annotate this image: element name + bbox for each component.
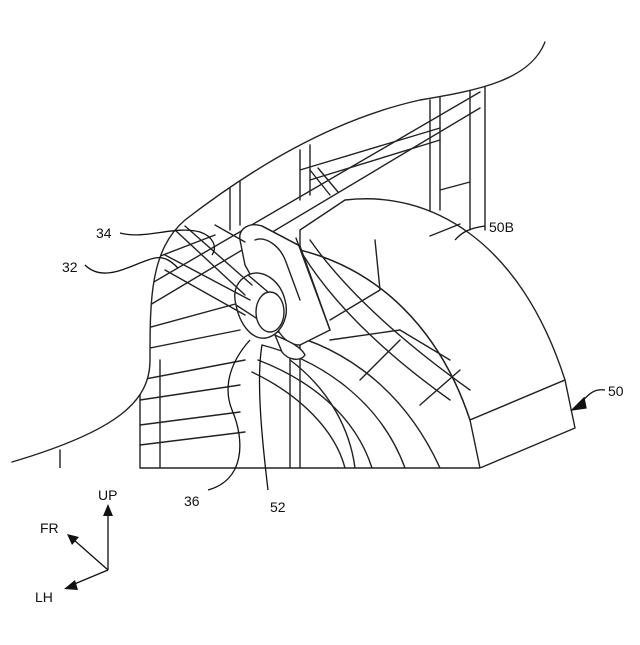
detail-view — [60, 80, 575, 468]
arrow-left-icon — [64, 580, 78, 590]
axis-front-label: FR — [40, 520, 59, 536]
label-34: 34 — [96, 225, 112, 241]
label-36: 36 — [184, 493, 200, 509]
label-52: 52 — [270, 499, 286, 515]
label-50: 50 — [608, 383, 624, 399]
leader-32 — [85, 258, 178, 273]
label-50B: 50B — [489, 219, 514, 235]
orientation-axes: UP FR LH — [35, 487, 117, 605]
label-32: 32 — [62, 259, 78, 275]
arrow-up-icon — [103, 504, 113, 516]
axis-up-label: UP — [98, 487, 117, 503]
arrow-50-head — [572, 398, 586, 410]
axis-lh-label: LH — [35, 589, 53, 605]
